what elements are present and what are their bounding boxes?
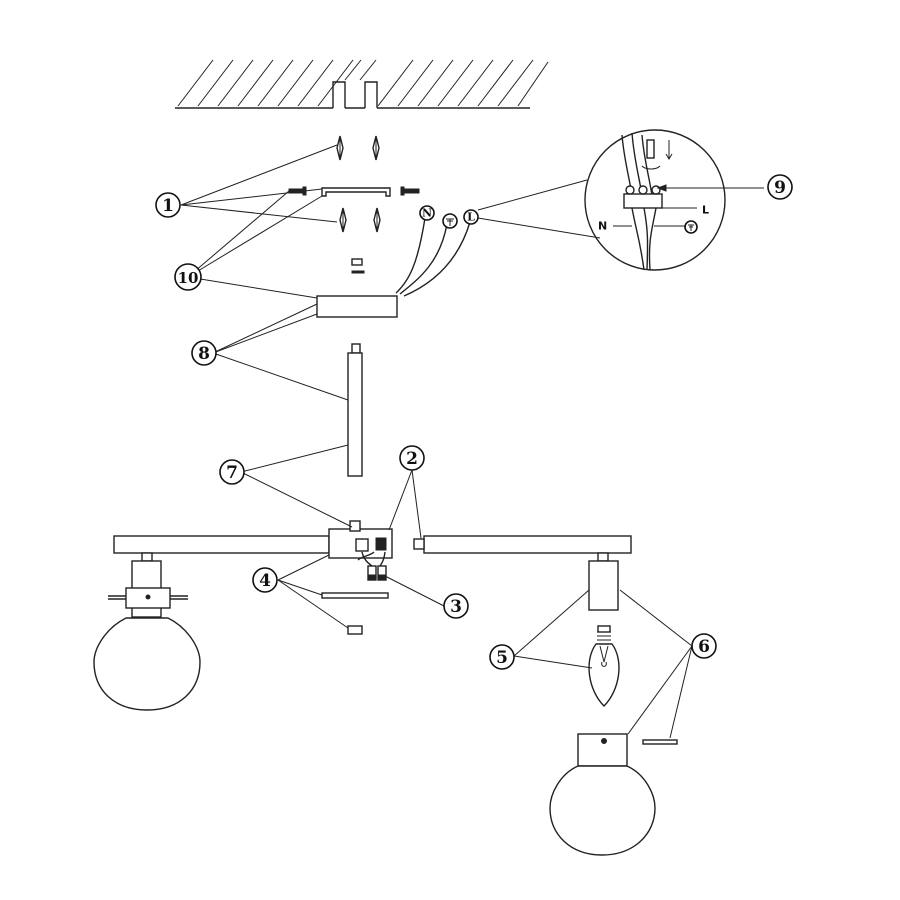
- callout-4: 4: [252, 567, 278, 593]
- callout-5-label: 5: [496, 648, 508, 668]
- mounting-bracket: [321, 187, 391, 197]
- lamp-holder-right: [588, 552, 619, 611]
- wall-plug-bottom-left: [339, 207, 347, 233]
- callout-10-label: 10: [178, 269, 199, 287]
- callout-2-label: 2: [406, 449, 418, 469]
- callout-3-label: 3: [450, 597, 462, 617]
- wire-connectors: [357, 551, 387, 581]
- arm-right: [423, 535, 632, 554]
- screw-right: [400, 186, 420, 196]
- callout-4-label: 4: [259, 571, 271, 591]
- callout-1-label: 1: [162, 196, 174, 216]
- small-pin: [351, 258, 365, 274]
- callout-6-label: 6: [698, 637, 710, 657]
- candle-bulb: [588, 625, 620, 707]
- canopy-box: [316, 295, 398, 318]
- callout-7: 7: [219, 459, 245, 485]
- callout-6: 6: [691, 633, 717, 659]
- wiring-detail: L N: [584, 129, 764, 271]
- callout-3: 3: [443, 593, 469, 619]
- wall-plug-bottom-right: [373, 207, 381, 233]
- leader-lines: [180, 144, 693, 739]
- callout-10: 10: [174, 263, 202, 291]
- terminal-neutral: N: [419, 205, 435, 221]
- callout-2: 2: [399, 445, 425, 471]
- callout-9-label: 9: [774, 178, 786, 198]
- centre-hub: [328, 520, 425, 559]
- ceiling: [175, 59, 549, 109]
- vertical-rod: [347, 343, 363, 477]
- terminal-live-label: L: [467, 211, 475, 224]
- arm-left: [113, 535, 330, 554]
- detail-neutral-label: N: [598, 220, 607, 233]
- callout-7-label: 7: [226, 463, 238, 483]
- wall-plug-top-right: [372, 135, 380, 161]
- supply-wires: [395, 217, 471, 297]
- callout-9: 9: [767, 174, 793, 200]
- shade-pin: [642, 739, 678, 745]
- detail-live-label: L: [702, 204, 709, 217]
- terminal-live: L: [463, 209, 479, 225]
- callout-8-label: 8: [198, 344, 210, 364]
- callout-5: 5: [489, 644, 515, 670]
- lamp-left: [93, 552, 201, 711]
- terminal-neutral-label: N: [422, 207, 432, 220]
- callout-8: 8: [191, 340, 217, 366]
- callout-1: 1: [155, 192, 181, 218]
- glass-shade-right: [549, 733, 656, 856]
- threaded-rod: [321, 592, 389, 599]
- nut: [347, 625, 363, 635]
- terminal-earth: [442, 213, 458, 229]
- wall-plug-top-left: [336, 135, 344, 161]
